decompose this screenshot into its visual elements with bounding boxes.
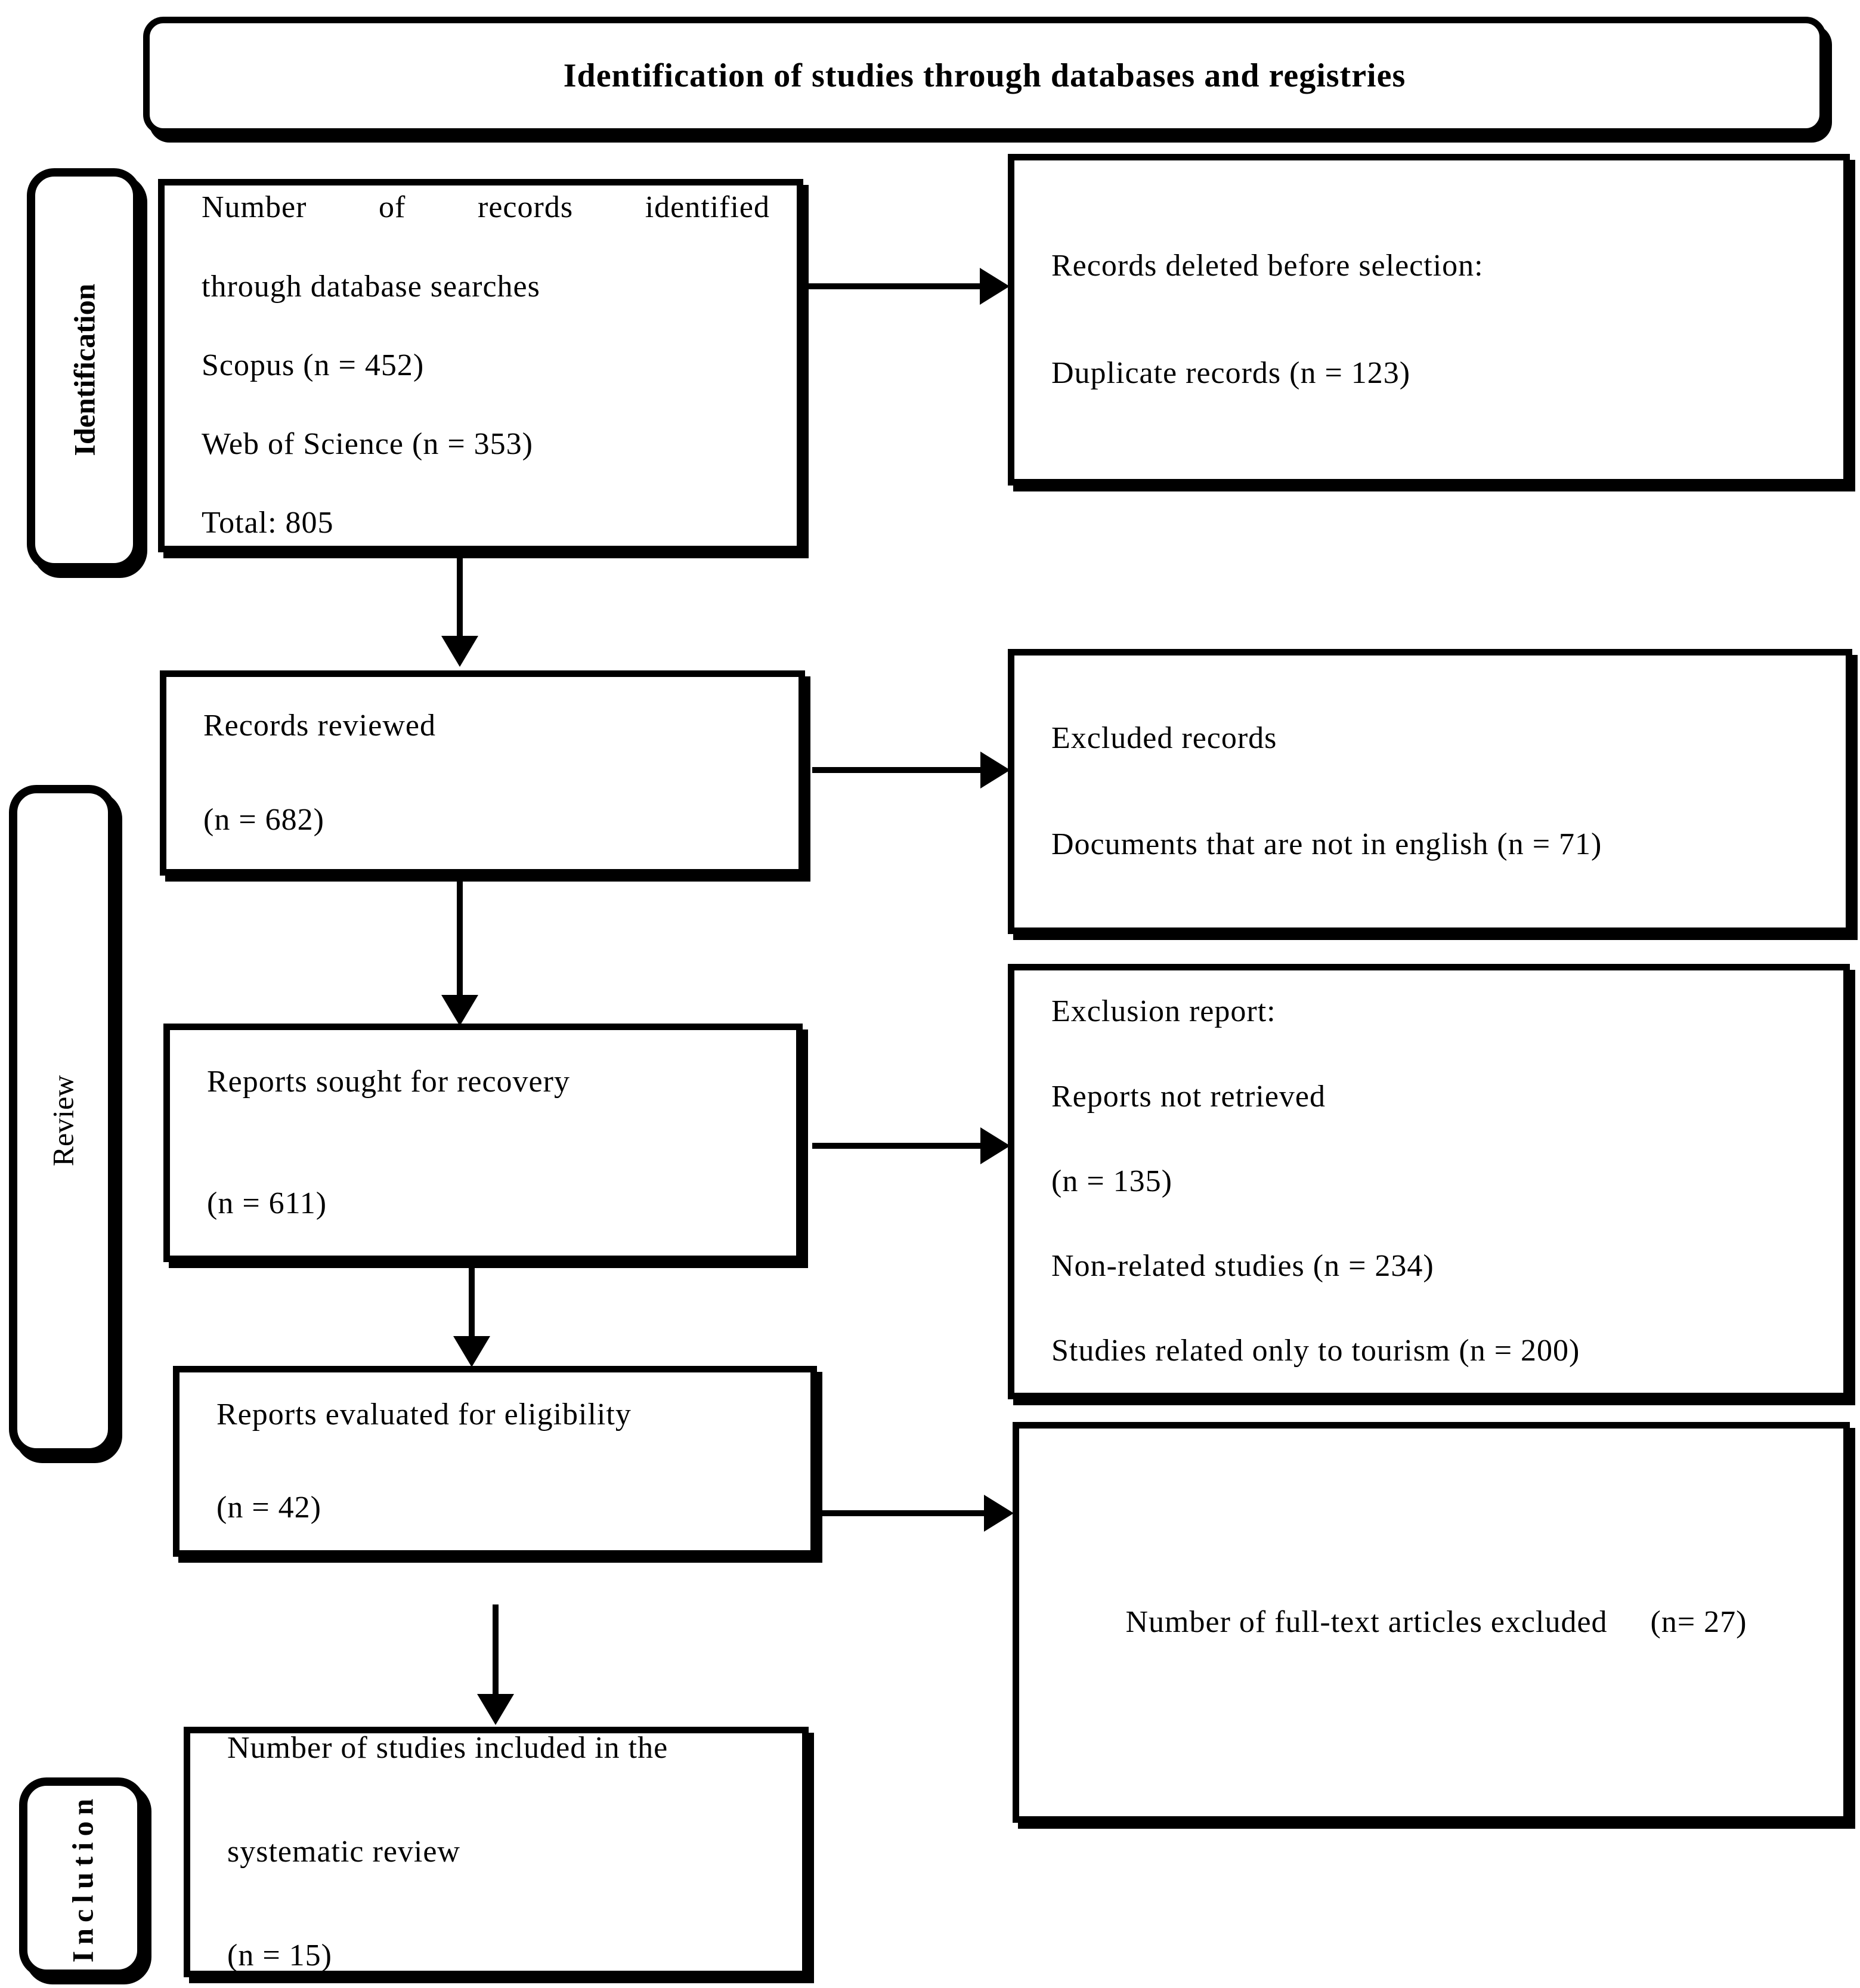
box-line: through database searches [202,269,540,304]
box-line: Number of records identified [202,190,770,225]
title-banner: Identification of studies through databa… [143,17,1826,135]
stage-label-review-text: Review [46,1075,80,1167]
box-line: (n = 42) [216,1491,321,1525]
box-line: Scopus (n = 452) [202,348,425,382]
box-line: Total: 805 [202,506,334,540]
arrow-sought-to-evaluated [469,1264,475,1336]
box-line: Reports sought for recovery [207,1064,570,1099]
box-records-identified: Number of records identified through dat… [158,179,803,552]
box-line: Documents that are not in english (n = 7… [1051,827,1602,861]
box-fulltext-excluded: Number of full-text articles excluded (n… [1013,1422,1850,1823]
box-line: Reports evaluated for eligibility [216,1397,632,1432]
box-line: (n = 135) [1051,1164,1172,1198]
stage-label-inclusion: Inclution [19,1777,146,1978]
box-line: systematic review [227,1834,460,1869]
box-reports-evaluated: Reports evaluated for eligibility (n = 4… [173,1366,817,1557]
stage-label-identification-text: Identification [67,283,101,456]
box-records-deleted: Records deleted before selection: Duplic… [1008,154,1850,486]
arrow-evaluated-to-included [493,1604,499,1694]
arrow-reviewed-to-excluded-records [812,767,980,773]
arrow-reviewed-to-sought [457,882,463,995]
box-excluded-records: Excluded records Documents that are not … [1008,649,1852,934]
arrow-sought-to-exclusion-report [812,1143,980,1149]
box-line: (n = 611) [207,1186,327,1220]
box-line: Excluded records [1051,721,1277,755]
box-line-value: (n= 27) [1650,1604,1747,1639]
arrow-identified-to-reviewed [457,552,463,636]
box-line: (n = 682) [203,803,324,837]
title-text: Identification of studies through databa… [563,57,1406,94]
box-line: Records deleted before selection: [1051,248,1484,283]
box-line: Reports not retrieved [1051,1079,1326,1114]
box-studies-included: Number of studies included in the system… [184,1727,809,1977]
box-reports-sought: Reports sought for recovery (n = 611) [163,1024,803,1262]
box-line: Non-related studies (n = 234) [1051,1249,1434,1284]
box-line: Duplicate records (n = 123) [1051,356,1411,390]
box-records-reviewed: Records reviewed (n = 682) [160,670,805,876]
box-line: Web of Science (n = 353) [202,427,533,462]
stage-label-inclusion-text: Inclution [66,1792,100,1963]
stage-label-identification: Identification [27,168,141,571]
box-line: Exclusion report: [1051,994,1276,1029]
box-exclusion-report: Exclusion report: Reports not retrieved … [1008,964,1850,1399]
box-line: (n = 15) [227,1938,332,1973]
box-line: Studies related only to tourism (n = 200… [1051,1334,1580,1368]
arrow-evaluated-to-fulltext-excluded [818,1510,984,1516]
box-line: Number of full-text articles excluded [1125,1604,1608,1639]
box-line: Number of studies included in the [227,1730,669,1765]
box-line: Records reviewed [203,708,436,743]
stage-label-review: Review [9,785,116,1457]
arrow-identified-to-deleted [802,283,980,289]
